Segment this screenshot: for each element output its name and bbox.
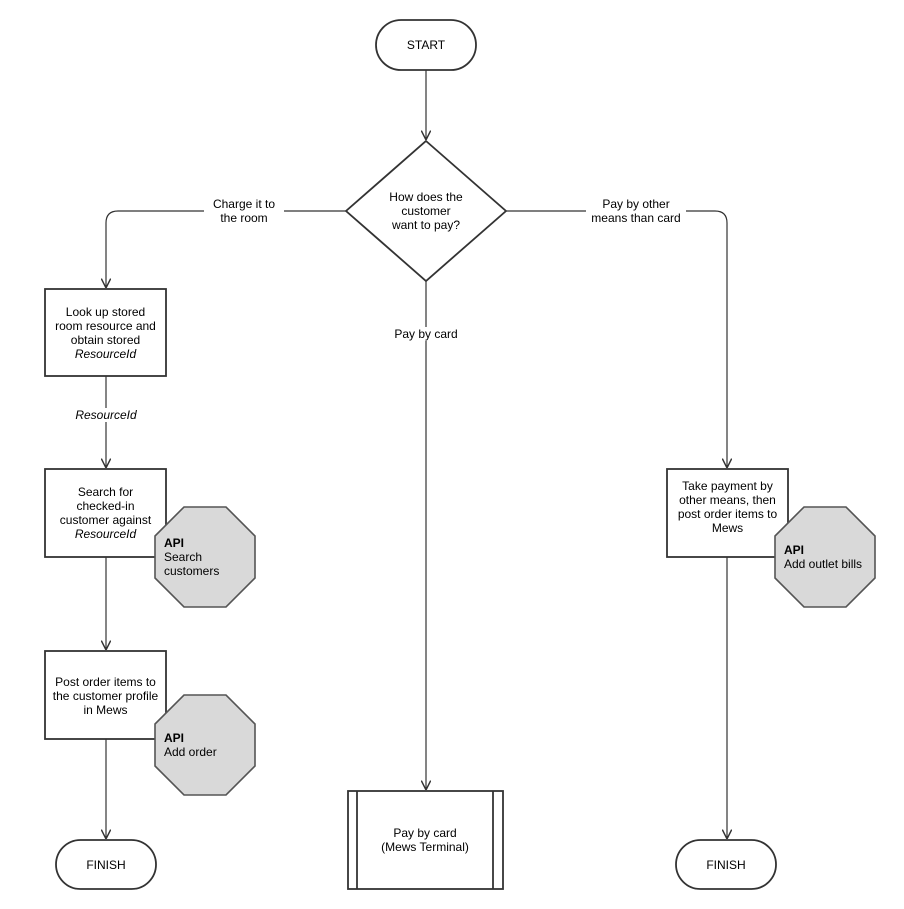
search-line-1: Search for xyxy=(77,485,134,499)
post-order-line-3: in Mews xyxy=(83,703,128,717)
edge-label-charge-room-line-1: Charge it to xyxy=(212,197,276,211)
decision-diamond xyxy=(344,139,508,283)
edge-label-other-means-line-2: means than card xyxy=(591,211,681,225)
edge-label-pay-card-text: Pay by card xyxy=(394,327,458,341)
finish-right-terminal xyxy=(675,839,777,890)
take-payment-line-1: Take payment by xyxy=(682,479,773,493)
take-payment-process-box xyxy=(666,468,789,558)
lookup-process-box xyxy=(44,288,167,377)
api-badge-outlet-title: API xyxy=(784,543,805,557)
api-badge-outlet: API Add outlet bills xyxy=(784,543,862,571)
api-badge-outlet-line-1: Add outlet bills xyxy=(784,557,863,571)
lookup-label: Look up stored room resource and obtain … xyxy=(45,289,166,376)
take-payment-line-3: post order items to xyxy=(677,507,778,521)
decision-line-2: customer xyxy=(401,204,451,218)
finish-right-label: FINISH xyxy=(676,840,776,889)
edge-decision-other-means xyxy=(506,210,727,467)
start-label: START xyxy=(376,20,476,70)
api-octagon-order xyxy=(154,694,256,796)
finish-left-text: FINISH xyxy=(86,857,126,872)
pay-card-subprocess-box xyxy=(347,790,504,890)
api-badge-order: API Add order xyxy=(164,731,217,759)
take-payment-label: Take payment by other means, then post o… xyxy=(667,469,788,545)
api-badge-search: API Search customers xyxy=(164,536,219,578)
pay-card-label: Pay by card (Mews Terminal) xyxy=(357,791,493,889)
edge-label-resource-id: ResourceId xyxy=(66,408,146,422)
lookup-line-2: room resource and xyxy=(55,318,156,333)
edge-decision-charge-room xyxy=(106,210,346,287)
api-badge-order-line-1: Add order xyxy=(164,745,217,759)
edge-label-resource-id-text: ResourceId xyxy=(75,408,137,422)
decision-label: How does the customer want to pay? xyxy=(366,183,486,239)
pay-card-line-2: (Mews Terminal) xyxy=(381,840,469,854)
post-order-process-box xyxy=(44,650,167,740)
api-octagon-search xyxy=(154,506,256,608)
edge-label-pay-card: Pay by card xyxy=(386,327,466,341)
pay-card-line-1: Pay by card xyxy=(393,826,457,840)
take-payment-line-2: other means, then xyxy=(679,493,776,507)
api-badge-search-title: API xyxy=(164,536,185,550)
edge-label-other-means-line-1: Pay by other xyxy=(602,197,670,211)
take-payment-line-4: Mews xyxy=(711,521,744,535)
decision-line-1: How does the xyxy=(389,190,463,204)
post-order-line-2: the customer profile xyxy=(52,689,159,703)
lookup-line-4: ResourceId xyxy=(74,346,137,361)
api-badge-search-line-2: customers xyxy=(164,564,220,578)
decision-line-3: want to pay? xyxy=(391,218,461,232)
finish-right-text: FINISH xyxy=(706,857,746,872)
edge-label-charge-room-line-2: the room xyxy=(220,211,268,225)
search-process-box xyxy=(44,468,167,558)
start-terminal xyxy=(375,19,477,71)
post-order-line-1: Post order items to xyxy=(55,675,156,689)
finish-left-label: FINISH xyxy=(56,840,156,889)
lookup-line-1: Look up stored xyxy=(65,304,146,319)
search-line-2: checked-in xyxy=(76,499,135,513)
post-order-label: Post order items to the customer profile… xyxy=(45,651,166,739)
api-badge-search-line-1: Search xyxy=(164,550,203,564)
lookup-line-3: obtain stored xyxy=(70,332,141,347)
api-octagon-outlet xyxy=(774,506,876,608)
finish-left-terminal xyxy=(55,839,157,890)
start-text: START xyxy=(406,38,446,52)
search-label: Search for checked-in customer against R… xyxy=(45,469,166,557)
edge-label-charge-room: Charge it to the room xyxy=(204,197,284,225)
search-line-3: customer against xyxy=(59,513,152,527)
search-line-4: ResourceId xyxy=(74,527,137,541)
api-badge-order-title: API xyxy=(164,731,185,745)
edge-label-other-means: Pay by other means than card xyxy=(586,197,686,225)
